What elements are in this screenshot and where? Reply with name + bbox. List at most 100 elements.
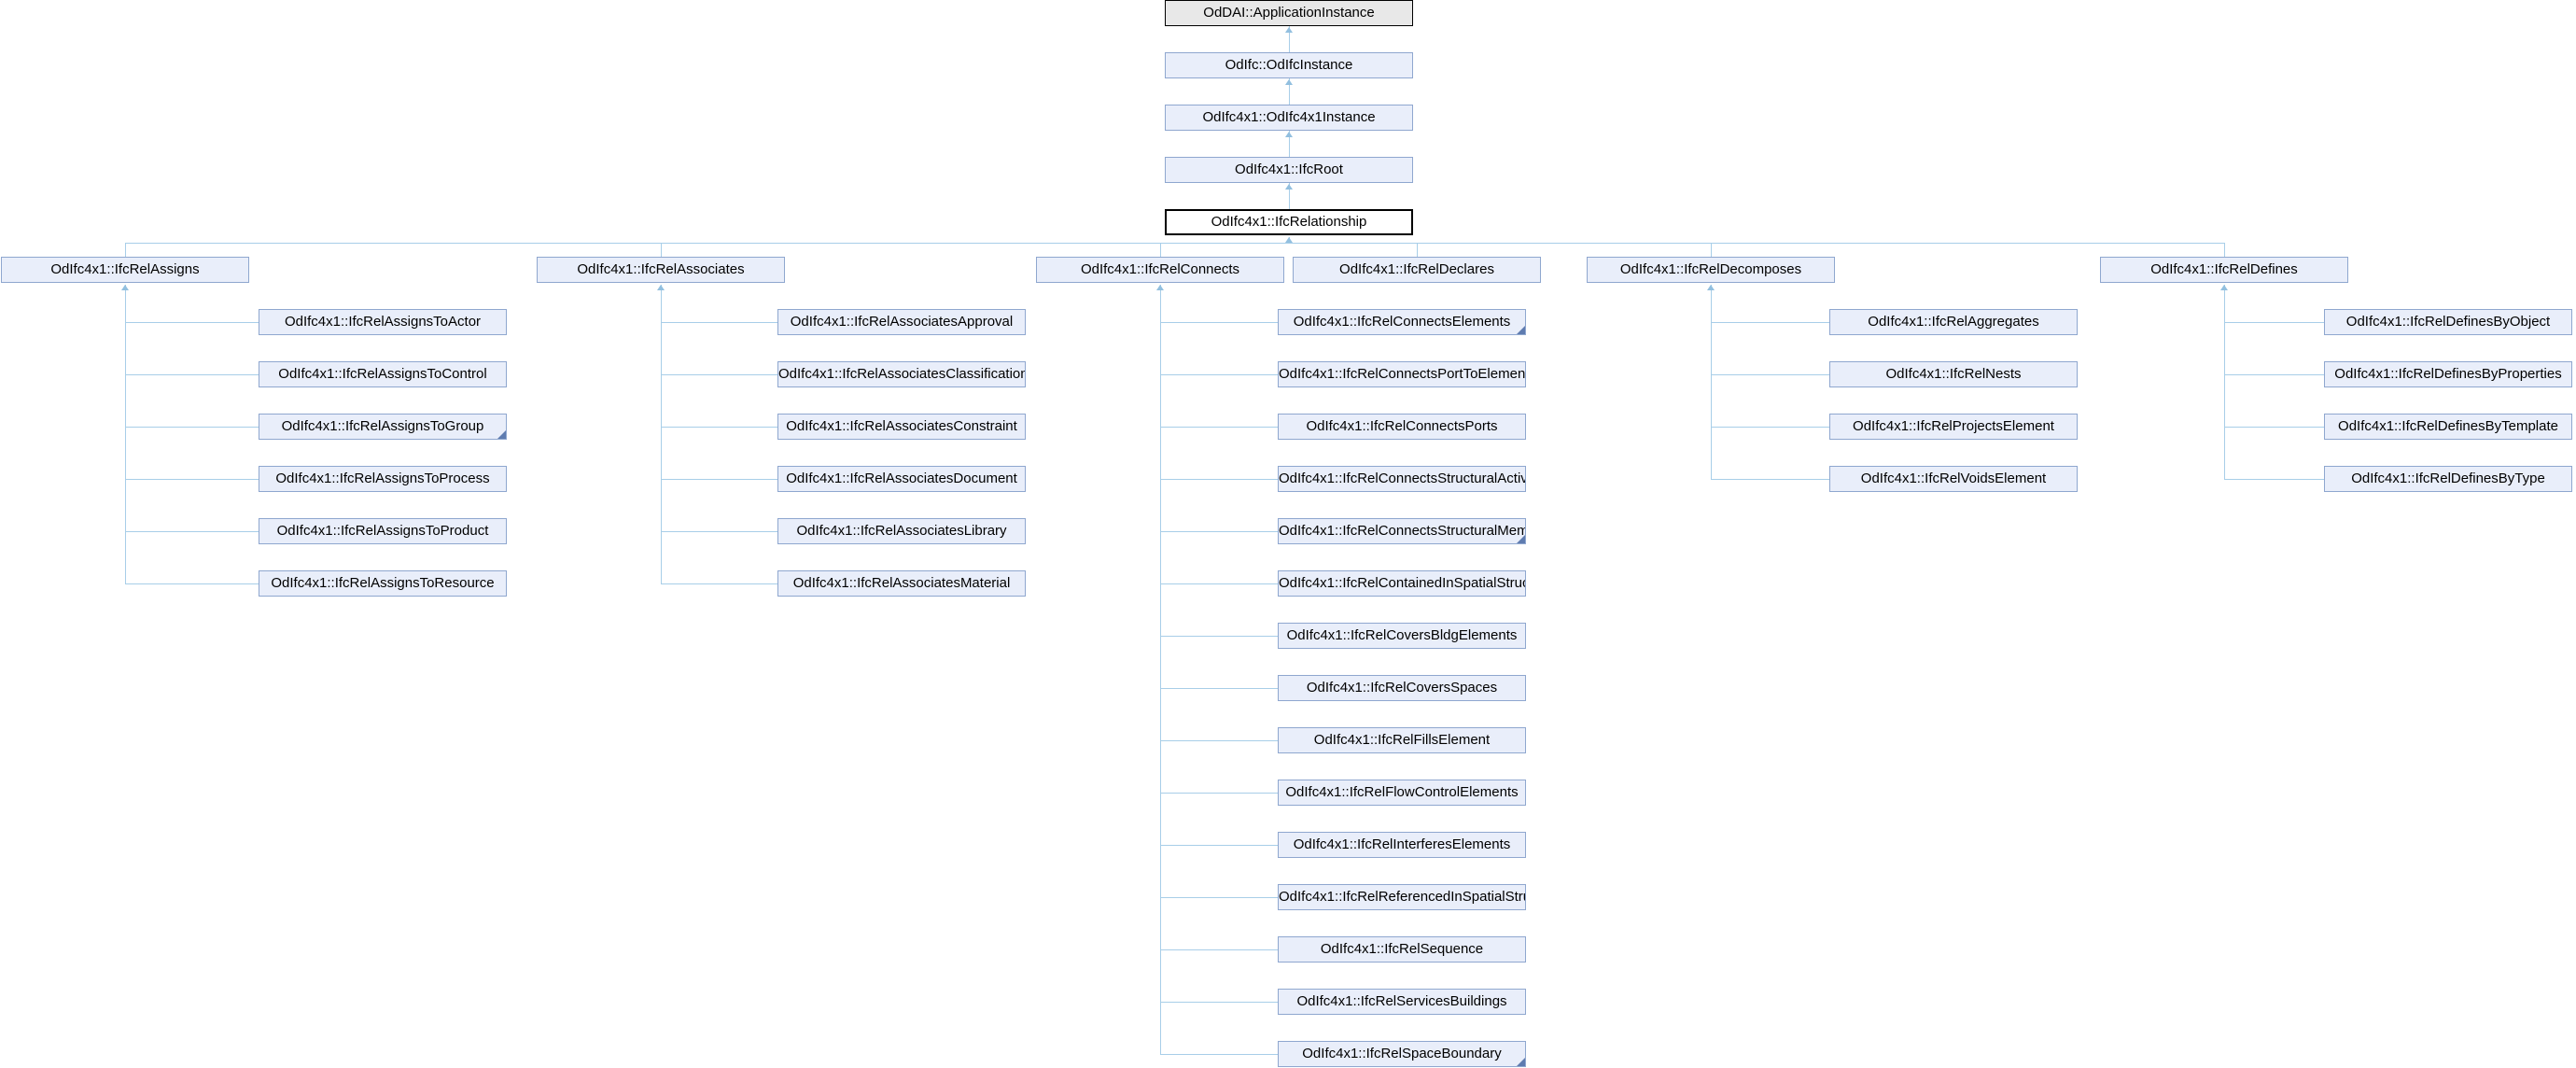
child-node-2-2[interactable]: OdIfc4x1::IfcRelConnectsPorts <box>1278 414 1526 440</box>
child-node-1-2[interactable]: OdIfc4x1::IfcRelAssociatesConstraint <box>777 414 1026 440</box>
child-node-2-1[interactable]: OdIfc4x1::IfcRelConnectsPortToElement <box>1278 361 1526 387</box>
edge-vertical <box>1711 285 1712 479</box>
edge-horizontal <box>1160 479 1278 480</box>
inheritance-arrow-icon <box>1285 237 1293 243</box>
child-node-2-12[interactable]: OdIfc4x1::IfcRelSequence <box>1278 936 1526 963</box>
edge-vertical <box>125 285 126 583</box>
edge-horizontal <box>125 583 259 584</box>
child-node-2-9[interactable]: OdIfc4x1::IfcRelFlowControlElements <box>1278 780 1526 806</box>
child-node-4-0[interactable]: OdIfc4x1::IfcRelAggregates <box>1829 309 2078 335</box>
branch-node-5[interactable]: OdIfc4x1::IfcRelDefines <box>2100 257 2348 283</box>
inheritance-arrow-icon <box>1707 285 1715 290</box>
ancestor-node-0[interactable]: OdDAI::ApplicationInstance <box>1165 0 1413 26</box>
ancestor-node-3[interactable]: OdIfc4x1::IfcRoot <box>1165 157 1413 183</box>
edge-horizontal <box>125 479 259 480</box>
child-node-2-3[interactable]: OdIfc4x1::IfcRelConnectsStructuralActivi… <box>1278 466 1526 492</box>
edge-horizontal <box>125 322 259 323</box>
edge-horizontal <box>125 243 2224 244</box>
child-node-2-11[interactable]: OdIfc4x1::IfcRelReferencedInSpatialStruc… <box>1278 884 1526 910</box>
child-node-1-1[interactable]: OdIfc4x1::IfcRelAssociatesClassification <box>777 361 1026 387</box>
inheritance-arrow-icon <box>1156 285 1164 290</box>
branch-node-1[interactable]: OdIfc4x1::IfcRelAssociates <box>537 257 785 283</box>
edge-vertical <box>1160 285 1161 1054</box>
branch-node-3[interactable]: OdIfc4x1::IfcRelDeclares <box>1293 257 1541 283</box>
edge-horizontal <box>1160 897 1278 898</box>
edge-horizontal <box>2224 479 2324 480</box>
child-node-2-7[interactable]: OdIfc4x1::IfcRelCoversSpaces <box>1278 675 1526 701</box>
edge-horizontal <box>1160 1054 1278 1055</box>
child-node-0-5[interactable]: OdIfc4x1::IfcRelAssignsToResource <box>259 570 507 597</box>
edge-horizontal <box>1160 374 1278 375</box>
edge-horizontal <box>661 531 777 532</box>
branch-node-4[interactable]: OdIfc4x1::IfcRelDecomposes <box>1587 257 1835 283</box>
child-node-0-2[interactable]: OdIfc4x1::IfcRelAssignsToGroup <box>259 414 507 440</box>
child-node-5-0[interactable]: OdIfc4x1::IfcRelDefinesByObject <box>2324 309 2572 335</box>
edge-vertical <box>1160 243 1161 257</box>
child-node-2-0[interactable]: OdIfc4x1::IfcRelConnectsElements <box>1278 309 1526 335</box>
edge-horizontal <box>1160 949 1278 950</box>
child-node-2-5[interactable]: OdIfc4x1::IfcRelContainedInSpatialStruct… <box>1278 570 1526 597</box>
child-node-2-8[interactable]: OdIfc4x1::IfcRelFillsElement <box>1278 727 1526 753</box>
child-node-2-4[interactable]: OdIfc4x1::IfcRelConnectsStructuralMember <box>1278 518 1526 544</box>
branch-node-2[interactable]: OdIfc4x1::IfcRelConnects <box>1036 257 1284 283</box>
edge-horizontal <box>1160 793 1278 794</box>
edge-horizontal <box>1160 583 1278 584</box>
child-node-1-4[interactable]: OdIfc4x1::IfcRelAssociatesLibrary <box>777 518 1026 544</box>
child-node-5-2[interactable]: OdIfc4x1::IfcRelDefinesByTemplate <box>2324 414 2572 440</box>
edge-vertical <box>1289 131 1290 157</box>
edge-horizontal <box>125 427 259 428</box>
inheritance-arrow-icon <box>657 285 665 290</box>
edge-horizontal <box>1160 740 1278 741</box>
child-node-5-3[interactable]: OdIfc4x1::IfcRelDefinesByType <box>2324 466 2572 492</box>
edge-horizontal <box>1711 322 1829 323</box>
edge-horizontal <box>661 374 777 375</box>
child-node-2-14[interactable]: OdIfc4x1::IfcRelSpaceBoundary <box>1278 1041 1526 1067</box>
edge-vertical <box>1711 243 1712 257</box>
edge-horizontal <box>661 322 777 323</box>
edge-horizontal <box>1160 688 1278 689</box>
edge-horizontal <box>1711 374 1829 375</box>
edge-vertical <box>1417 243 1418 257</box>
edge-horizontal <box>1711 427 1829 428</box>
child-node-4-3[interactable]: OdIfc4x1::IfcRelVoidsElement <box>1829 466 2078 492</box>
child-node-2-6[interactable]: OdIfc4x1::IfcRelCoversBldgElements <box>1278 623 1526 649</box>
edge-vertical <box>661 285 662 583</box>
inheritance-arrow-icon <box>1285 132 1293 137</box>
edge-horizontal <box>125 374 259 375</box>
child-node-0-0[interactable]: OdIfc4x1::IfcRelAssignsToActor <box>259 309 507 335</box>
inheritance-arrow-icon <box>1285 79 1293 85</box>
branch-node-0[interactable]: OdIfc4x1::IfcRelAssigns <box>1 257 249 283</box>
ancestor-node-4[interactable]: OdIfc4x1::IfcRelationship <box>1165 209 1413 235</box>
child-node-2-13[interactable]: OdIfc4x1::IfcRelServicesBuildings <box>1278 989 1526 1015</box>
edge-vertical <box>661 243 662 257</box>
edge-vertical <box>1289 183 1290 209</box>
child-node-0-4[interactable]: OdIfc4x1::IfcRelAssignsToProduct <box>259 518 507 544</box>
edge-vertical <box>2224 243 2225 257</box>
inheritance-arrow-icon <box>1285 27 1293 33</box>
edge-horizontal <box>2224 322 2324 323</box>
ancestor-node-2[interactable]: OdIfc4x1::OdIfc4x1Instance <box>1165 105 1413 131</box>
child-node-5-1[interactable]: OdIfc4x1::IfcRelDefinesByProperties <box>2324 361 2572 387</box>
edge-horizontal <box>661 427 777 428</box>
edge-horizontal <box>1160 531 1278 532</box>
child-node-4-2[interactable]: OdIfc4x1::IfcRelProjectsElement <box>1829 414 2078 440</box>
ancestor-node-1[interactable]: OdIfc::OdIfcInstance <box>1165 52 1413 78</box>
child-node-1-5[interactable]: OdIfc4x1::IfcRelAssociatesMaterial <box>777 570 1026 597</box>
edge-horizontal <box>661 583 777 584</box>
child-node-1-3[interactable]: OdIfc4x1::IfcRelAssociatesDocument <box>777 466 1026 492</box>
edge-horizontal <box>1711 479 1829 480</box>
edge-horizontal <box>661 479 777 480</box>
child-node-4-1[interactable]: OdIfc4x1::IfcRelNests <box>1829 361 2078 387</box>
edge-horizontal <box>2224 374 2324 375</box>
edge-horizontal <box>1160 636 1278 637</box>
edge-horizontal <box>1160 322 1278 323</box>
child-node-0-1[interactable]: OdIfc4x1::IfcRelAssignsToControl <box>259 361 507 387</box>
inheritance-arrow-icon <box>1285 184 1293 190</box>
edge-horizontal <box>125 531 259 532</box>
inheritance-arrow-icon <box>121 285 129 290</box>
child-node-0-3[interactable]: OdIfc4x1::IfcRelAssignsToProcess <box>259 466 507 492</box>
child-node-1-0[interactable]: OdIfc4x1::IfcRelAssociatesApproval <box>777 309 1026 335</box>
edge-horizontal <box>2224 427 2324 428</box>
edge-horizontal <box>1160 845 1278 846</box>
child-node-2-10[interactable]: OdIfc4x1::IfcRelInterferesElements <box>1278 832 1526 858</box>
